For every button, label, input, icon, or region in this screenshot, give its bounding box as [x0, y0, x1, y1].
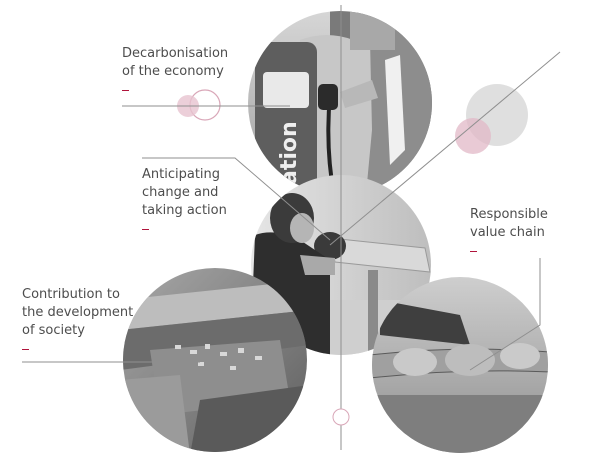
label-responsible-line-2: value chain — [470, 225, 545, 240]
label-contribution: Contribution to the development of socie… — [22, 286, 133, 350]
label-accent-dash — [142, 229, 149, 230]
label-anticipating-line-2: change and — [142, 185, 219, 200]
label-anticipating: Anticipating change and taking action — [142, 166, 227, 230]
label-contribution-line-2: the development — [22, 305, 134, 320]
label-accent-dash — [122, 90, 129, 91]
label-responsible-line-1: Responsible — [470, 207, 548, 222]
label-responsible: Responsible value chain — [470, 206, 548, 252]
label-accent-dash — [22, 349, 29, 350]
label-decarbonisation: Decarbonisation of the economy — [122, 45, 228, 91]
photo-ev-charging: ation — [248, 11, 432, 195]
label-decarbonisation-line-1: Decarbonisation — [122, 46, 229, 61]
label-contribution-line-1: Contribution to — [22, 287, 120, 302]
label-contribution-line-3: of society — [22, 323, 85, 338]
label-accent-dash — [470, 251, 477, 252]
decor-pink-circle — [455, 118, 491, 154]
label-anticipating-line-1: Anticipating — [142, 167, 221, 182]
connector-lines — [22, 5, 561, 450]
decor-small-ring — [332, 408, 350, 426]
photo-village — [123, 268, 307, 452]
label-decarbonisation-line-2: of the economy — [122, 64, 224, 79]
label-anticipating-line-3: taking action — [142, 203, 227, 218]
charger-sign-text: ation — [277, 121, 302, 185]
